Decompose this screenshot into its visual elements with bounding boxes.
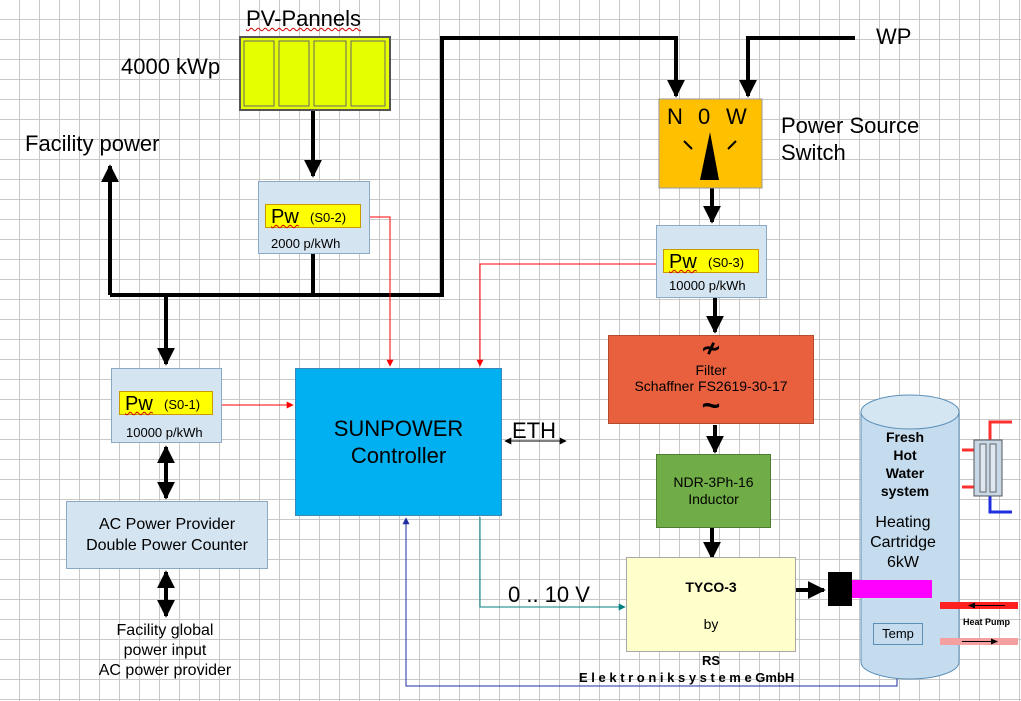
controller-line1: SUNPOWER (333, 416, 464, 441)
filter-line1: Filter (695, 362, 727, 378)
power-source-switch (658, 98, 763, 189)
filter-box: ≁ Filter Schaffner FS2619-30-17 ~ (608, 335, 814, 424)
meter-s0-3-rate: 10000 p/kWh (669, 278, 746, 293)
pv-panels-title: PV-Pannels (246, 6, 361, 31)
wp-label: WP (876, 24, 912, 49)
filter-symbol-top: ≁ (700, 335, 722, 362)
tyco-company-rs: RS (702, 653, 721, 668)
wire-wp (739, 36, 855, 98)
facility-power-label: Facility power (25, 131, 160, 156)
meter-s0-2: Pw(S0-2) 2000 p/kWh (258, 181, 370, 254)
heating-cartridge (828, 572, 932, 606)
meter-s0-1-rate: 10000 p/kWh (126, 425, 203, 440)
switch-w: W (726, 104, 747, 129)
pv-power-rating: 4000 kWp (121, 54, 221, 79)
meter-s0-2-rate: 2000 p/kWh (271, 236, 341, 251)
meter-s0-1: Pw(S0-1) 10000 p/kWh (111, 368, 222, 443)
heat-exchanger (962, 420, 1012, 514)
switch-n: N (667, 104, 683, 129)
sunpower-controller: SUNPOWER Controller (295, 368, 502, 516)
eth-label: ETH (512, 418, 556, 443)
heat-pump-pipes (940, 602, 1018, 645)
tyco-company-name: E l e k t r o n i k s y s t e m e GmbH (579, 670, 795, 685)
signal-0-10v (479, 517, 626, 611)
pulse-s02 (370, 216, 394, 367)
signal-label: 0 .. 10 V (508, 582, 590, 607)
wire-main-bus (110, 36, 685, 297)
water-tank (860, 394, 960, 680)
switch-0: 0 (698, 104, 711, 129)
meter-s0-1-tag: Pw(S0-1) (119, 391, 213, 415)
tyco-box: TYCO-3 by (626, 557, 796, 652)
heat-pump-label: Heat Pump (963, 617, 1011, 627)
filter-symbol-bottom: ~ (701, 387, 721, 423)
filter-line2: Schaffner FS2619-30-17 (634, 378, 788, 394)
pv-panel (239, 36, 391, 111)
temp-sensor: Temp (873, 623, 923, 645)
meter-s0-3-tag: Pw(S0-3) (663, 249, 759, 273)
controller-line2: Controller (350, 443, 447, 468)
pulse-s03 (476, 263, 656, 367)
meter-s0-2-tag: Pw(S0-2) (265, 204, 361, 228)
tyco-by: by (703, 616, 719, 632)
meter-s0-3: Pw(S0-3) 10000 p/kWh (656, 225, 767, 298)
tyco-name: TYCO-3 (685, 579, 737, 595)
